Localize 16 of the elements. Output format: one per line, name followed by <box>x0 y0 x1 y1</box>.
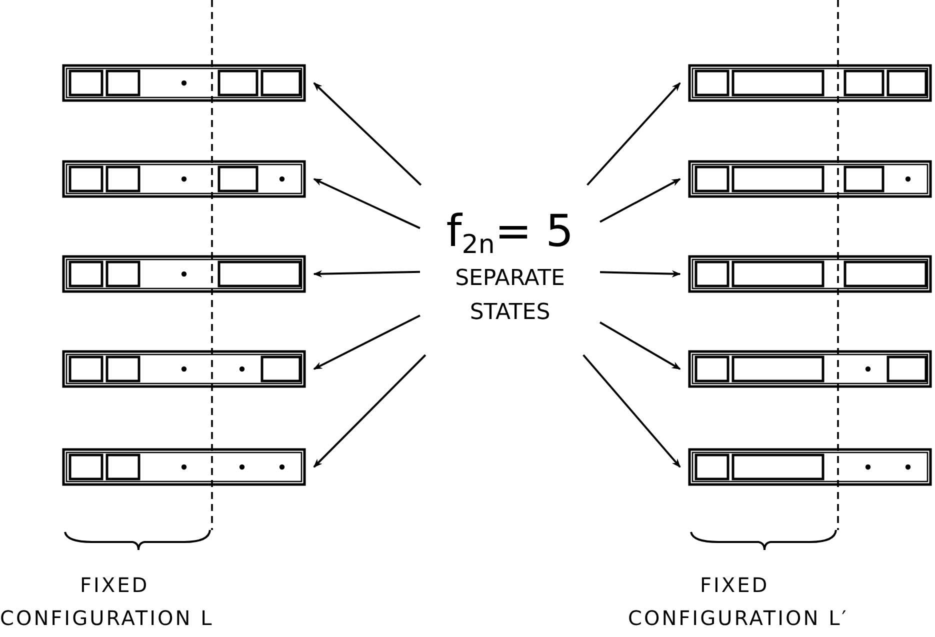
formula: f$_{2n}$= 5 <box>446 210 574 254</box>
arrow <box>586 82 681 186</box>
label-text: FIXED <box>80 572 150 599</box>
label-text: CONFIGURATION L′ <box>628 605 848 632</box>
label-text: FIXED <box>700 572 770 599</box>
arrow <box>582 354 681 468</box>
arrow <box>600 270 681 278</box>
arrow <box>600 178 681 223</box>
arrow <box>313 354 426 468</box>
caption-text: SEPARATE STATES <box>454 265 566 327</box>
arrow <box>313 82 422 186</box>
label-text: CONFIGURATION L <box>0 605 214 632</box>
arrow <box>313 270 420 278</box>
arrow <box>313 314 420 370</box>
arrow <box>600 322 681 370</box>
arrow <box>313 178 420 230</box>
